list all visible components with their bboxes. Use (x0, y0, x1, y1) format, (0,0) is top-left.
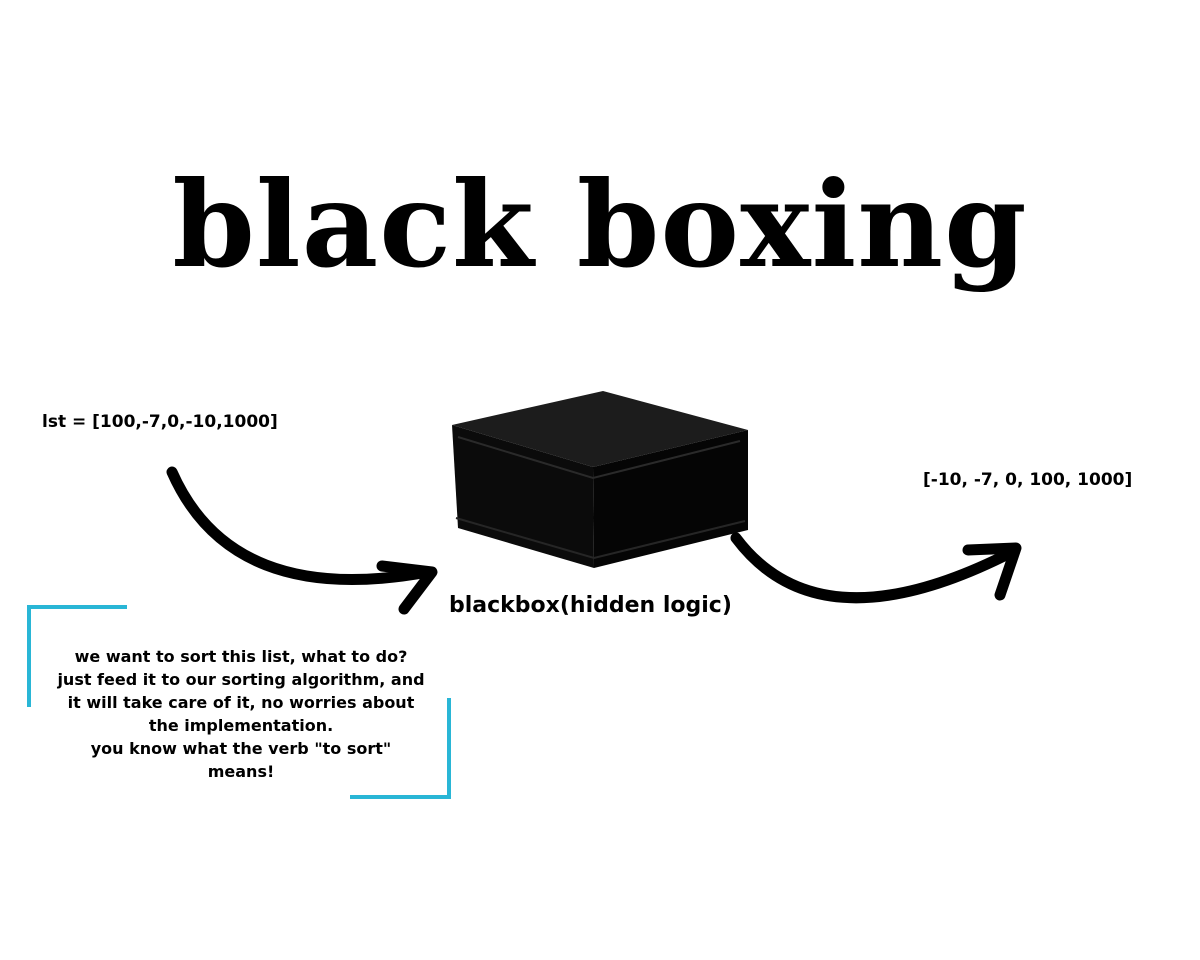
output-arrow-icon (730, 532, 1022, 604)
note-bracket (27, 605, 451, 799)
note-line: we want to sort this list, what to do? (74, 647, 408, 666)
note-line: the implementation. (148, 716, 334, 735)
black-box-icon (452, 391, 748, 568)
input-arrow-icon (166, 466, 438, 615)
blackbox-caption: blackbox(hidden logic) (449, 593, 732, 618)
note-line: just feed it to our sorting algorithm, a… (57, 670, 425, 689)
explanation-note: we want to sort this list, what to do? j… (36, 645, 446, 783)
box-left-face (452, 425, 594, 568)
box-base-seam (455, 517, 746, 560)
box-lid-top (452, 391, 748, 467)
output-list-label: [-10, -7, 0, 100, 1000] (923, 470, 1133, 490)
box-right-face (593, 430, 748, 568)
note-bracket-top-left (27, 605, 127, 707)
page-title: black boxing (172, 155, 1028, 294)
box-lid-seam (457, 436, 741, 480)
note-line: means! (207, 762, 275, 781)
input-list-label: lst = [100,-7,0,-10,1000] (42, 412, 278, 432)
note-bracket-bottom-right (350, 698, 451, 799)
note-line: you know what the verb "to sort" (90, 739, 392, 758)
note-line: it will take care of it, no worries abou… (67, 693, 415, 712)
